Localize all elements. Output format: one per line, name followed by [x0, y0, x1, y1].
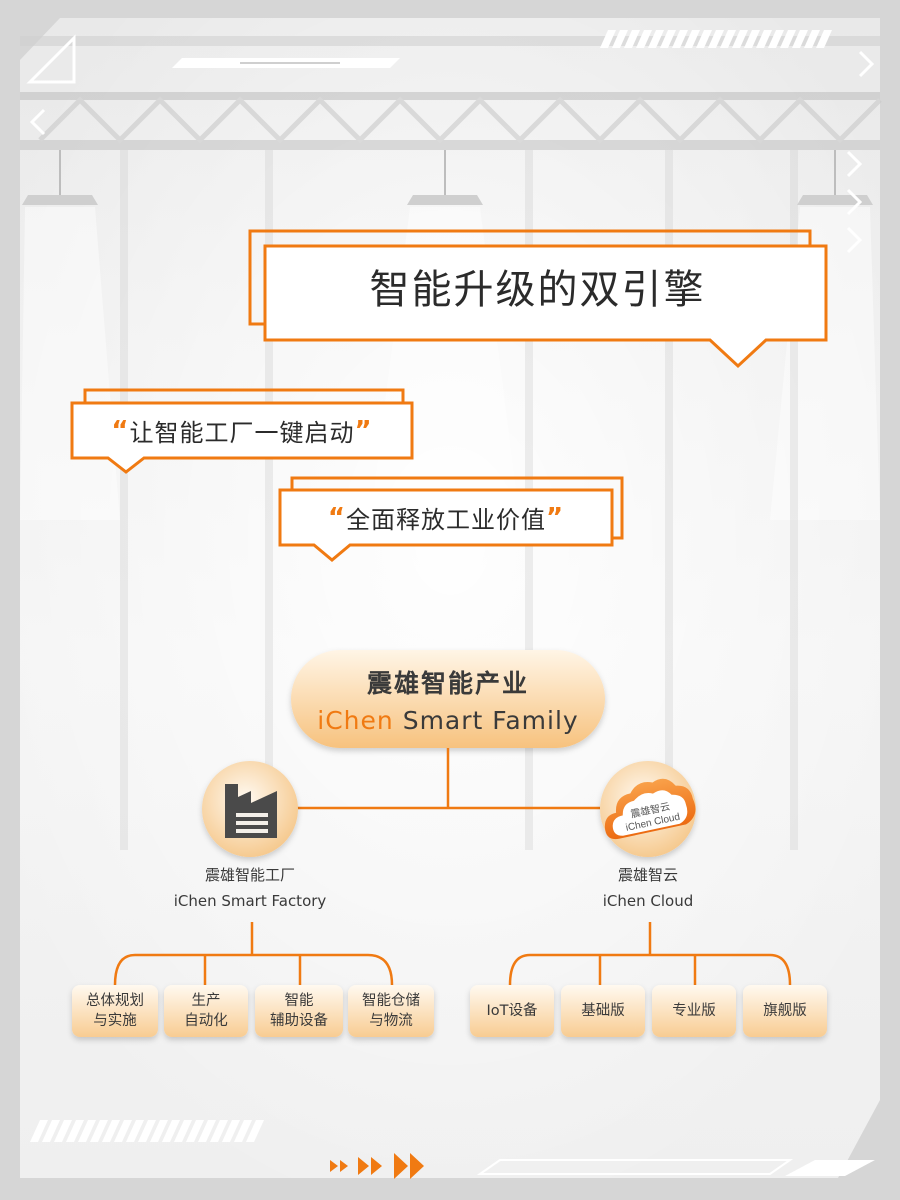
leaf-line-2: 自动化: [184, 1013, 228, 1029]
leaf-line-1: 总体规划: [86, 993, 144, 1009]
leaf-node: IoT设备: [486, 1003, 538, 1019]
title-callout-frame: [248, 229, 828, 369]
slogan-2: “ 全面释放工业价值 ”: [280, 490, 612, 545]
frame-decorations: [26, 30, 875, 1179]
factory-icon: [202, 761, 298, 857]
family-name-en-accent: iChen: [317, 705, 394, 735]
leaf-line-2: 与实施: [93, 1013, 137, 1029]
leaf-line-1: 智能仓储: [362, 993, 420, 1009]
family-name-en-rest: Smart Family: [393, 705, 579, 735]
slogan-1-open-quote: “: [111, 415, 130, 446]
ceiling-truss: [20, 36, 882, 150]
leaf-pill-shapes: [72, 985, 827, 1037]
slogan-1-frame: [70, 388, 414, 474]
cloud-icon: 震雄智云 iChen Cloud: [600, 761, 696, 857]
slogan-2-text: 全面释放工业价值: [346, 506, 546, 534]
leaf-line-1: 生产: [191, 993, 221, 1009]
leaf-node: 智能仓储与物流: [348, 985, 434, 1037]
leaf-node: 智能辅助设备: [255, 985, 343, 1037]
leaf-line-2: 与物流: [369, 1013, 413, 1029]
slogan-1: “ 让智能工厂一键启动 ”: [72, 403, 412, 458]
slogan-1-text: 让智能工厂一键启动: [129, 419, 355, 447]
tree-connectors: [113, 748, 792, 986]
leaf-line-1: 智能: [284, 993, 314, 1009]
leaf-node: 专业版: [672, 1003, 716, 1019]
family-name-en: iChen Smart Family: [317, 706, 578, 735]
leaf-line-2: 辅助设备: [270, 1013, 328, 1029]
page-title: 智能升级的双引擎: [369, 267, 706, 313]
family-name-cn: 震雄智能产业: [366, 668, 529, 698]
slogan-2-close-quote: ”: [546, 502, 565, 533]
branch-cloud-name-cn: 震雄智云: [617, 866, 678, 884]
branch-cloud-name-en: iChen Cloud: [602, 892, 694, 910]
leaf-node: 生产自动化: [164, 985, 248, 1037]
branch-factory-name-cn: 震雄智能工厂: [204, 866, 295, 884]
leaf-node: 总体规划与实施: [72, 985, 158, 1037]
leaf-node: 基础版: [581, 1003, 625, 1019]
family-node: 震雄智能产业 iChen Smart Family: [291, 650, 605, 748]
branch-factory-label: 震雄智能工厂 iChen Smart Factory: [150, 862, 350, 914]
leaf-node: 旗舰版: [763, 1003, 807, 1019]
slogan-2-open-quote: “: [327, 502, 346, 533]
slogan-1-close-quote: ”: [354, 415, 373, 446]
branch-cloud-label: 震雄智云 iChen Cloud: [548, 862, 748, 914]
slogan-2-frame: [278, 476, 624, 562]
branch-factory-name-en: iChen Smart Factory: [173, 892, 327, 910]
family-pill: [291, 650, 605, 748]
